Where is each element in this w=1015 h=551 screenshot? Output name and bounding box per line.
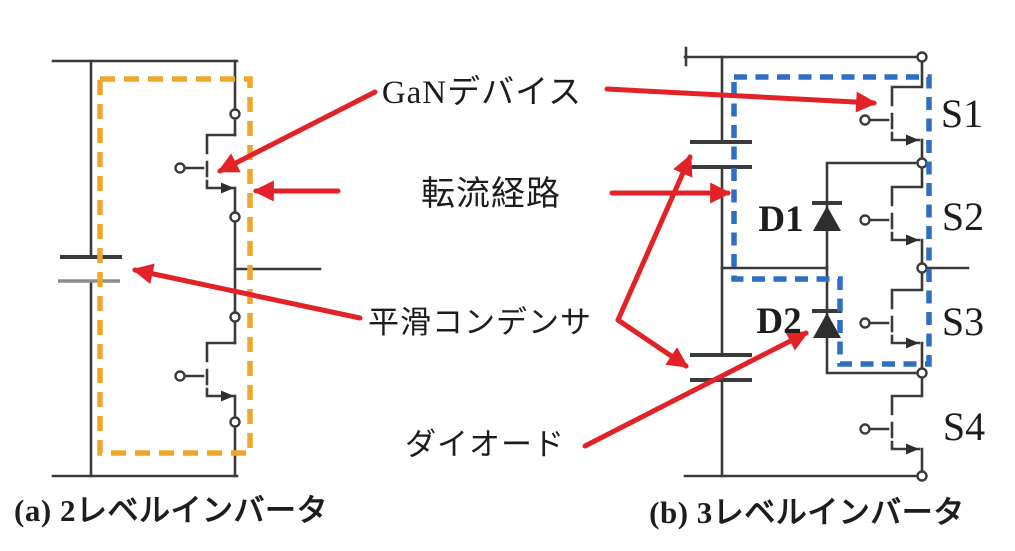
arrow-capacitor-upper-right — [615, 154, 693, 323]
label-s3: S3 — [942, 299, 984, 344]
label-gan-device: GaNデバイス — [382, 74, 582, 111]
right-circuit — [683, 46, 970, 482]
transistor-icon — [859, 185, 922, 247]
terminal-node — [916, 470, 928, 482]
terminal-node — [916, 157, 928, 169]
label-d2: D2 — [756, 301, 801, 342]
upper-capacitor-icon — [690, 140, 752, 169]
top-rail — [683, 46, 924, 67]
callout-arrows — [131, 86, 878, 449]
label-d1: D1 — [758, 199, 803, 240]
terminal-node — [229, 108, 241, 120]
terminal-node — [229, 211, 241, 223]
label-s1: S1 — [941, 91, 983, 136]
label-commutation-path: 転流経路 — [421, 175, 561, 213]
terminal-node — [916, 367, 928, 379]
arrow-capacitor-left — [131, 263, 363, 321]
terminal-node — [229, 311, 241, 323]
label-s2: S2 — [942, 194, 984, 239]
diode-d2-icon — [812, 309, 842, 338]
clamp-branch — [825, 161, 924, 375]
arrow-diode-to-d2 — [582, 330, 809, 449]
label-diode: ダイオード — [405, 427, 565, 462]
transistor-icon — [174, 133, 237, 195]
arrow-gan-to-s1 — [604, 86, 878, 113]
lower-capacitor-icon — [690, 353, 752, 382]
label-smoothing-capacitor: 平滑コンデンサ — [368, 305, 592, 340]
arrow-gan-to-left-fet — [217, 89, 378, 174]
caption-2-level-inverter: (a) 2レベルインバータ — [14, 493, 328, 528]
transistor-icon — [859, 394, 922, 456]
terminal-node — [916, 51, 928, 63]
caption-3-level-inverter: (b) 3レベルインバータ — [649, 495, 965, 530]
terminal-node — [916, 262, 928, 274]
transistor-icon — [859, 288, 922, 350]
arrow-capacitor-lower-right — [615, 317, 689, 369]
text-labels: GaNデバイス 転流経路 平滑コンデンサ ダイオード S1 S2 S3 S4 D… — [14, 74, 985, 530]
diode-d1-icon — [812, 201, 842, 231]
left-circuit — [51, 59, 322, 478]
label-s4: S4 — [943, 404, 985, 449]
commutation-loop-box-blue — [731, 74, 932, 367]
commutation-loop-box-orange — [97, 76, 253, 456]
transistor-icon — [174, 341, 237, 403]
dc-link-capacitor-icon — [58, 255, 122, 283]
terminal-node — [229, 416, 241, 428]
transistor-icon — [859, 85, 922, 147]
